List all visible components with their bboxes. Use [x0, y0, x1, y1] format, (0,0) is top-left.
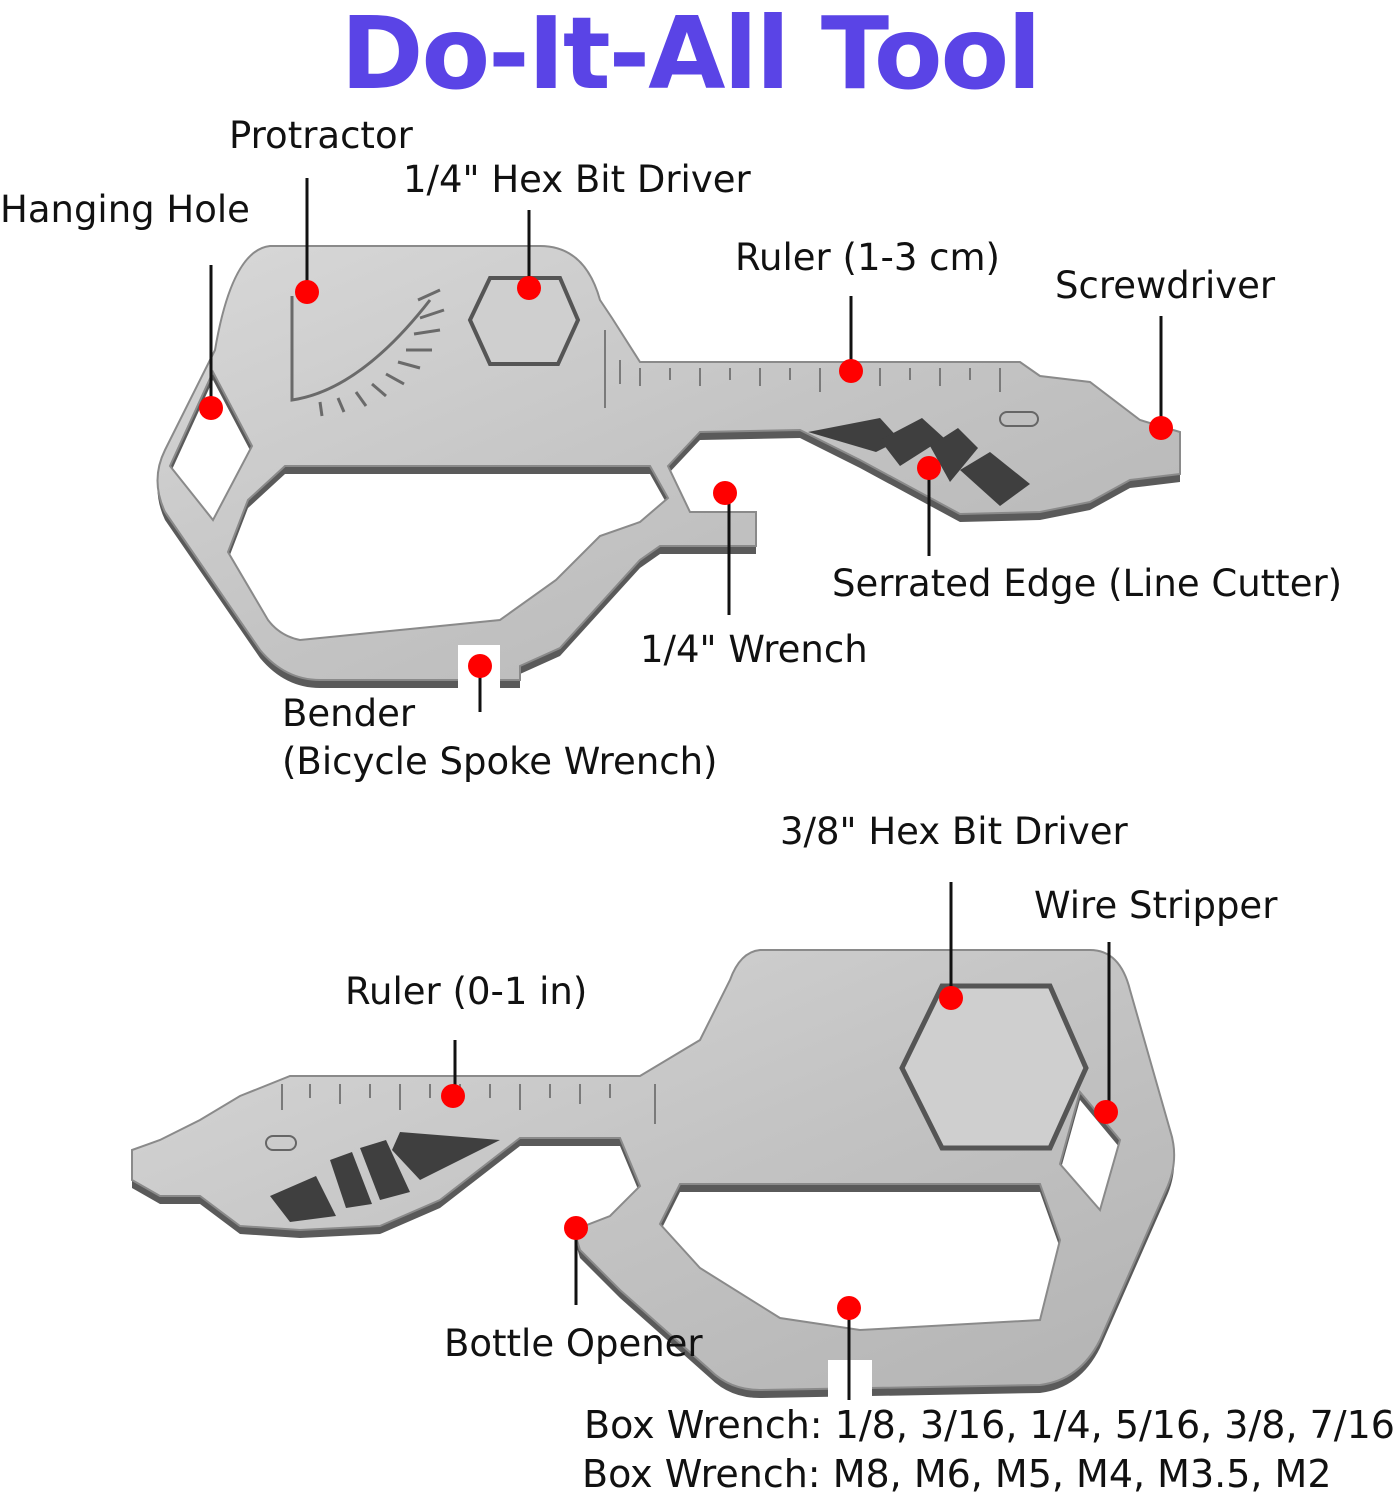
label-box-wrench-metric: Box Wrench: M8, M6, M5, M4, M3.5, M2 [582, 1452, 1332, 1496]
marker-bender [468, 654, 492, 678]
marker-box-wrench [837, 1296, 861, 1320]
marker-hex-quarter [517, 276, 541, 300]
top-tool-body [156, 245, 1181, 689]
bottom-tool-body [131, 949, 1176, 1400]
marker-bottle-opener [564, 1216, 588, 1240]
diagram-title: Do-It-All Tool [340, 0, 1041, 112]
label-ruler-in: Ruler (0-1 in) [345, 970, 588, 1013]
marker-hex-three-eighths [939, 986, 963, 1010]
bottom-serrated-teeth [270, 1132, 500, 1222]
label-bottle-opener: Bottle Opener [444, 1322, 703, 1365]
label-box-wrench-imperial: Box Wrench: 1/8, 3/16, 1/4, 5/16, 3/8, 7… [584, 1403, 1395, 1447]
marker-hanging-hole [199, 396, 223, 420]
label-screwdriver: Screwdriver [1055, 264, 1276, 307]
marker-wrench-quarter [713, 481, 737, 505]
marker-serrated [917, 456, 941, 480]
tool-illustration [131, 178, 1181, 1400]
label-hex-quarter: 1/4" Hex Bit Driver [403, 158, 751, 201]
label-wrench-quarter: 1/4" Wrench [640, 628, 868, 671]
label-ruler-cm: Ruler (1-3 cm) [735, 236, 1000, 279]
label-wire-stripper: Wire Stripper [1034, 884, 1278, 927]
marker-wire-stripper [1094, 1100, 1118, 1124]
label-hanging-hole: Hanging Hole [0, 188, 250, 231]
marker-protractor [295, 280, 319, 304]
marker-ruler-in [441, 1084, 465, 1108]
protractor-ticks [318, 288, 445, 417]
label-protractor: Protractor [229, 114, 413, 157]
cm-ruler-ticks [604, 330, 1001, 408]
label-bender-subtitle: (Bicycle Spoke Wrench) [282, 740, 718, 783]
label-hex-three-eighths: 3/8" Hex Bit Driver [780, 810, 1128, 853]
serrated-teeth [808, 418, 1030, 506]
markers [199, 276, 1173, 1320]
label-serrated-edge: Serrated Edge (Line Cutter) [832, 562, 1343, 605]
marker-ruler-cm [839, 359, 863, 383]
label-bender: Bender [282, 692, 416, 735]
marker-screwdriver [1149, 416, 1173, 440]
